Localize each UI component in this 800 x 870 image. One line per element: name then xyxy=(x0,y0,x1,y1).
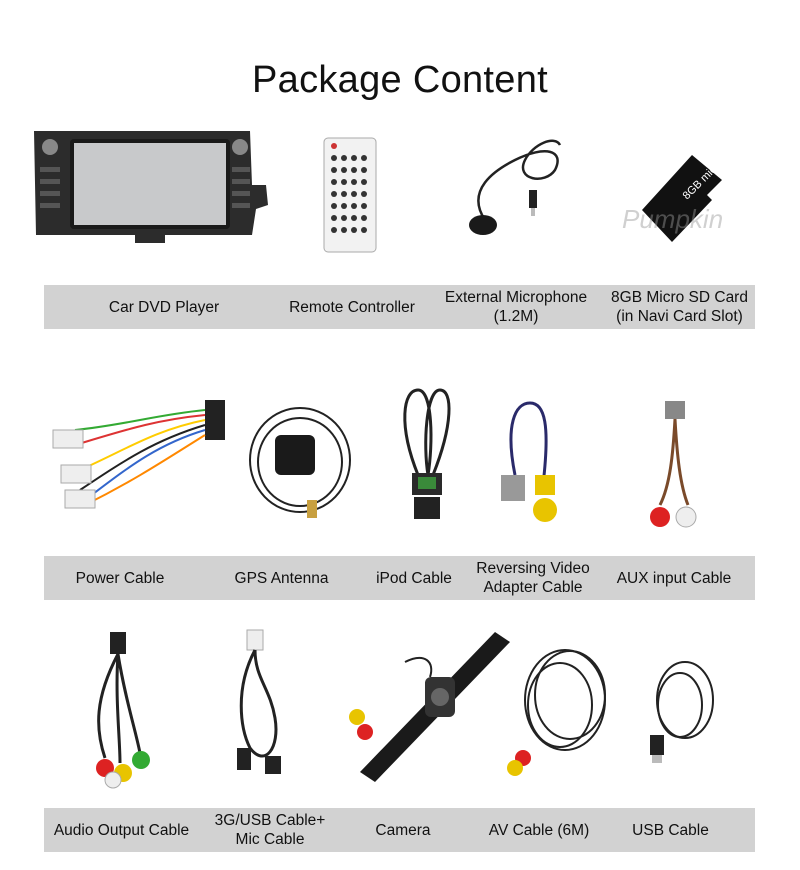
sd-card-icon: 8GB micro SD Pumpkin xyxy=(612,150,762,250)
item-label: Car DVD Player xyxy=(108,298,220,316)
aux-cable-icon xyxy=(640,395,710,545)
item-label: 3G/USB Cable+ Mic Cable xyxy=(214,812,326,848)
item-label: External Microphone (1.2M) xyxy=(444,289,588,325)
item-label: 8GB Micro SD Card (in Navi Card Slot) xyxy=(611,289,748,325)
ipod-cable-icon xyxy=(398,385,458,525)
remote-controller-icon xyxy=(322,136,378,256)
car-dvd-player-icon xyxy=(30,125,270,245)
item-label: AV Cable (6M) xyxy=(488,821,590,839)
microphone-icon xyxy=(455,130,575,240)
av-cable-icon xyxy=(505,640,615,790)
item-label: Audio Output Cable xyxy=(53,821,190,839)
label-bar-row-2: Power Cable GPS Antenna iPod Cable Rever… xyxy=(44,556,755,600)
page-title: Package Content xyxy=(251,59,549,102)
item-label: GPS Antenna xyxy=(234,569,329,587)
item-label: Camera xyxy=(375,821,431,839)
item-label: Reversing Video Adapter Cable xyxy=(476,560,590,596)
usb-cable-icon xyxy=(640,655,720,775)
camera-icon xyxy=(345,622,515,787)
svg-text:Pumpkin: Pumpkin xyxy=(622,204,723,234)
reversing-video-cable-icon xyxy=(495,395,565,545)
item-label: Remote Controller xyxy=(289,298,415,316)
label-bar-row-3: Audio Output Cable 3G/USB Cable+ Mic Cab… xyxy=(44,808,755,852)
usb-mic-cable-icon xyxy=(225,628,295,793)
gps-antenna-icon xyxy=(245,400,355,530)
item-label: iPod Cable xyxy=(376,569,452,587)
item-label: Power Cable xyxy=(75,569,165,587)
item-label: USB Cable xyxy=(632,821,709,839)
item-label: AUX input Cable xyxy=(616,569,732,587)
label-bar-row-1: Car DVD Player Remote Controller Externa… xyxy=(44,285,755,329)
audio-output-cable-icon xyxy=(75,628,165,793)
power-cable-icon xyxy=(45,390,245,520)
